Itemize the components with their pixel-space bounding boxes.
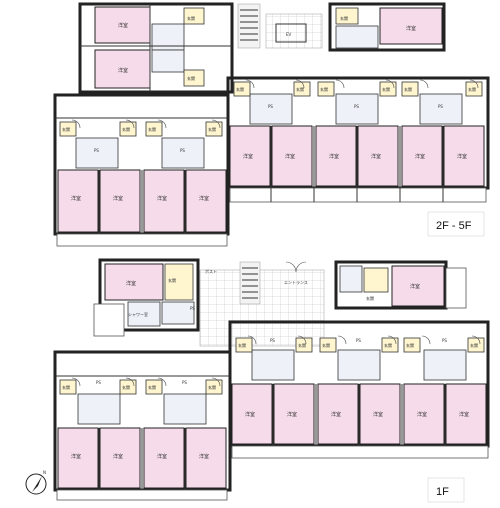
entrance-label: 玄関: [122, 384, 130, 390]
entrance-label: 玄関: [322, 342, 330, 348]
room-label: 洋室: [118, 22, 128, 29]
entrance-label: 玄関: [62, 384, 70, 390]
entrance-label: 玄関: [404, 86, 412, 92]
ps-label: PS: [268, 104, 273, 109]
room-label: 洋室: [243, 153, 253, 160]
ps-label: PS: [442, 338, 447, 343]
ground-floor-plan: [53, 258, 490, 501]
floor-label-ground: 1F: [436, 486, 449, 498]
entrance-label: 玄関: [187, 75, 195, 81]
entrance-label: 玄関: [208, 384, 216, 390]
entrance-label: 玄関: [366, 295, 374, 301]
upper-floor-plan: [53, 2, 490, 247]
room-label: 洋室: [459, 411, 469, 418]
entrance-label: 玄関: [208, 126, 216, 132]
room-label: 洋室: [113, 195, 123, 202]
entrance-label: 玄関: [384, 342, 392, 348]
room-label: 洋室: [417, 411, 427, 418]
entrance-label: 玄関: [406, 342, 414, 348]
entrance-label: 玄関: [340, 15, 348, 21]
entrance-label: 玄関: [122, 126, 130, 132]
room-label: 洋室: [118, 67, 128, 74]
room-label: 洋室: [113, 453, 123, 460]
ps-label: PS: [182, 380, 187, 385]
entrance-label: 玄関: [62, 126, 70, 132]
ps-label: PS: [270, 338, 275, 343]
elevator-label: EV: [286, 32, 292, 37]
room-label: 洋室: [406, 25, 416, 32]
entrance-label: 玄関: [148, 384, 156, 390]
room-label: 洋室: [457, 153, 467, 160]
shower-room-label: シャワー室: [128, 311, 148, 317]
entrance-label: 玄関: [382, 86, 390, 92]
ps-label: PS: [356, 338, 361, 343]
room-label: 洋室: [71, 195, 81, 202]
room-label: 洋室: [245, 411, 255, 418]
room-label: 洋室: [199, 195, 209, 202]
entrance-label: 玄関: [296, 86, 304, 92]
ps-label: PS: [438, 104, 443, 109]
ps-label: PS: [190, 306, 195, 311]
compass-north-label: N: [43, 470, 46, 475]
entrance-label: 玄関: [298, 342, 306, 348]
room-label: 洋室: [71, 453, 81, 460]
floor-badge-ground: 1F: [427, 477, 465, 503]
entrance-label: 玄関: [148, 126, 156, 132]
ps-label: PS: [94, 148, 99, 153]
entrance-label: 玄関: [187, 15, 195, 21]
floor-label-upper: 2F - 5F: [436, 220, 472, 232]
ps-label: PS: [354, 104, 359, 109]
entrance-label: 玄関: [238, 342, 246, 348]
room-label: 洋室: [199, 453, 209, 460]
ps-label: PS: [96, 380, 101, 385]
entrance-label: 玄関: [468, 86, 476, 92]
entrance-label: 玄関: [236, 86, 244, 92]
entrance-label: 玄関: [168, 277, 176, 283]
floor-badge-upper: 2F - 5F: [427, 211, 485, 237]
room-label: 洋室: [126, 280, 136, 287]
ps-label: PS: [180, 148, 185, 153]
compass-icon: N: [25, 470, 47, 495]
room-label: 洋室: [285, 153, 295, 160]
room-label: 洋室: [157, 453, 167, 460]
room-label: 洋室: [410, 283, 420, 290]
room-label: 洋室: [287, 411, 297, 418]
entrance-label: 玄関: [320, 86, 328, 92]
room-label: 洋室: [331, 411, 341, 418]
post-label: ポスト: [205, 268, 217, 274]
entrance-label: 玄関: [470, 342, 478, 348]
room-label: 洋室: [415, 153, 425, 160]
room-label: 洋室: [371, 153, 381, 160]
room-label: 洋室: [157, 195, 167, 202]
room-label: 洋室: [329, 153, 339, 160]
door-swings: [71, 79, 481, 387]
entrance-hall-label: エントランス: [284, 279, 308, 285]
room-labels: 洋室 洋室 洋室 洋室 洋室 洋室 洋室 洋室 洋室 洋室 洋室 洋室 洋室 洋…: [62, 15, 478, 460]
room-label: 洋室: [373, 411, 383, 418]
